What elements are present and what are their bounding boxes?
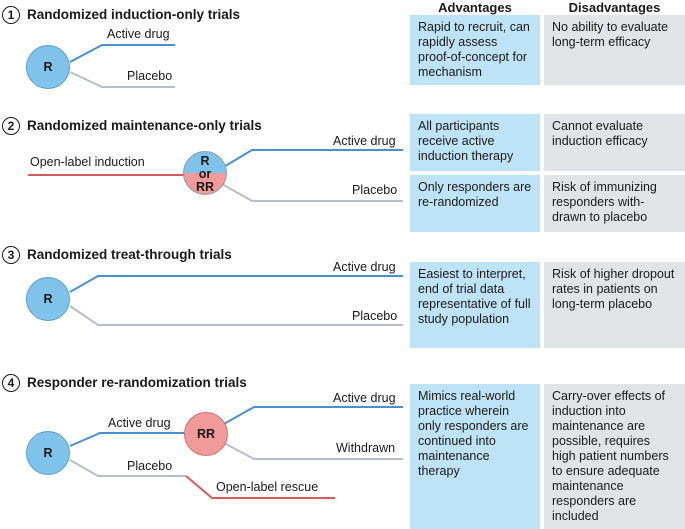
trial1-active-label: Active drug bbox=[107, 27, 170, 41]
trial2-node-rr: RR bbox=[195, 180, 215, 194]
trial2-randomization-node: R or RR bbox=[183, 151, 227, 195]
trial3-active-label: Active drug bbox=[333, 260, 396, 274]
trial2-disadvantages-2: Risk of immunizing responders with-drawn… bbox=[544, 175, 685, 232]
trial4-placebo-label: Placebo bbox=[127, 459, 173, 473]
trial2-node-r: R bbox=[200, 154, 210, 168]
trial2-number-badge: 2 bbox=[2, 117, 20, 135]
advantages-header: Advantages bbox=[438, 0, 512, 15]
trial4-number-badge: 4 bbox=[2, 374, 20, 392]
trial3-placebo-label: Placebo bbox=[352, 309, 398, 323]
trial3-active-line bbox=[69, 275, 403, 293]
trial3-placebo-line bbox=[69, 305, 403, 326]
trial4-withdrawn-line bbox=[221, 441, 403, 460]
trial2-node-or: or bbox=[198, 167, 212, 181]
trial3-advantages: Easiest to interpret, end of trial data … bbox=[410, 262, 540, 348]
trial4-title: Responder re-randomization trials bbox=[27, 375, 247, 390]
trial3-disadvantages: Risk of higher dropout rates in patients… bbox=[544, 262, 685, 348]
trial1-title: Randomized induction-only trials bbox=[27, 7, 241, 22]
trial2-placebo-line bbox=[221, 183, 403, 202]
trial4-active-left-line bbox=[69, 432, 184, 447]
trial4-active-right-label: Active drug bbox=[333, 391, 396, 405]
trial1-disadvantages: No ability to evaluate long-term efficac… bbox=[544, 15, 685, 85]
trial1-advantages: Rapid to recruit, can rapidly assess pro… bbox=[410, 15, 540, 85]
trial4-rerandomization-node: RR bbox=[184, 412, 228, 456]
trial4-active-right-line bbox=[221, 406, 403, 426]
disadvantages-header: Disadvantages bbox=[568, 0, 661, 15]
trial4-disadvantages: Carry-over effects of induction into mai… bbox=[544, 384, 685, 529]
trial2-title: Randomized maintenance-only trials bbox=[27, 118, 262, 133]
trial4-randomization-node: R bbox=[26, 431, 70, 475]
trial2-induction-label: Open-label induction bbox=[30, 155, 145, 169]
trial3-randomization-node: R bbox=[26, 277, 70, 321]
trial3-number-badge: 3 bbox=[2, 246, 20, 264]
trial1-placebo-label: Placebo bbox=[127, 69, 173, 83]
trial4-rescue-line bbox=[185, 475, 335, 499]
trial1-active-line bbox=[69, 44, 175, 63]
trial3-title: Randomized treat-through trials bbox=[27, 247, 232, 262]
trial2-advantages-1: All participants receive active inductio… bbox=[410, 114, 540, 171]
trial1-number-badge: 1 bbox=[2, 6, 20, 24]
trial2-active-line bbox=[221, 149, 403, 169]
trial4-advantages: Mimics real-world practice wherein only … bbox=[410, 384, 540, 529]
trial4-active-left-label: Active drug bbox=[108, 416, 171, 430]
trial4-withdrawn-label: Withdrawn bbox=[336, 441, 396, 455]
trial2-placebo-label: Placebo bbox=[352, 183, 398, 197]
trial4-rescue-label: Open-label rescue bbox=[216, 480, 319, 494]
trial1-placebo-line bbox=[69, 71, 175, 88]
trial4-placebo-line bbox=[69, 459, 186, 477]
trial2-advantages-2: Only responders are re-randomized bbox=[410, 175, 540, 232]
trial2-disadvantages-1: Cannot evaluate induction efficacy bbox=[544, 114, 685, 171]
trial1-randomization-node: R bbox=[26, 45, 70, 89]
trial2-active-label: Active drug bbox=[333, 134, 396, 148]
